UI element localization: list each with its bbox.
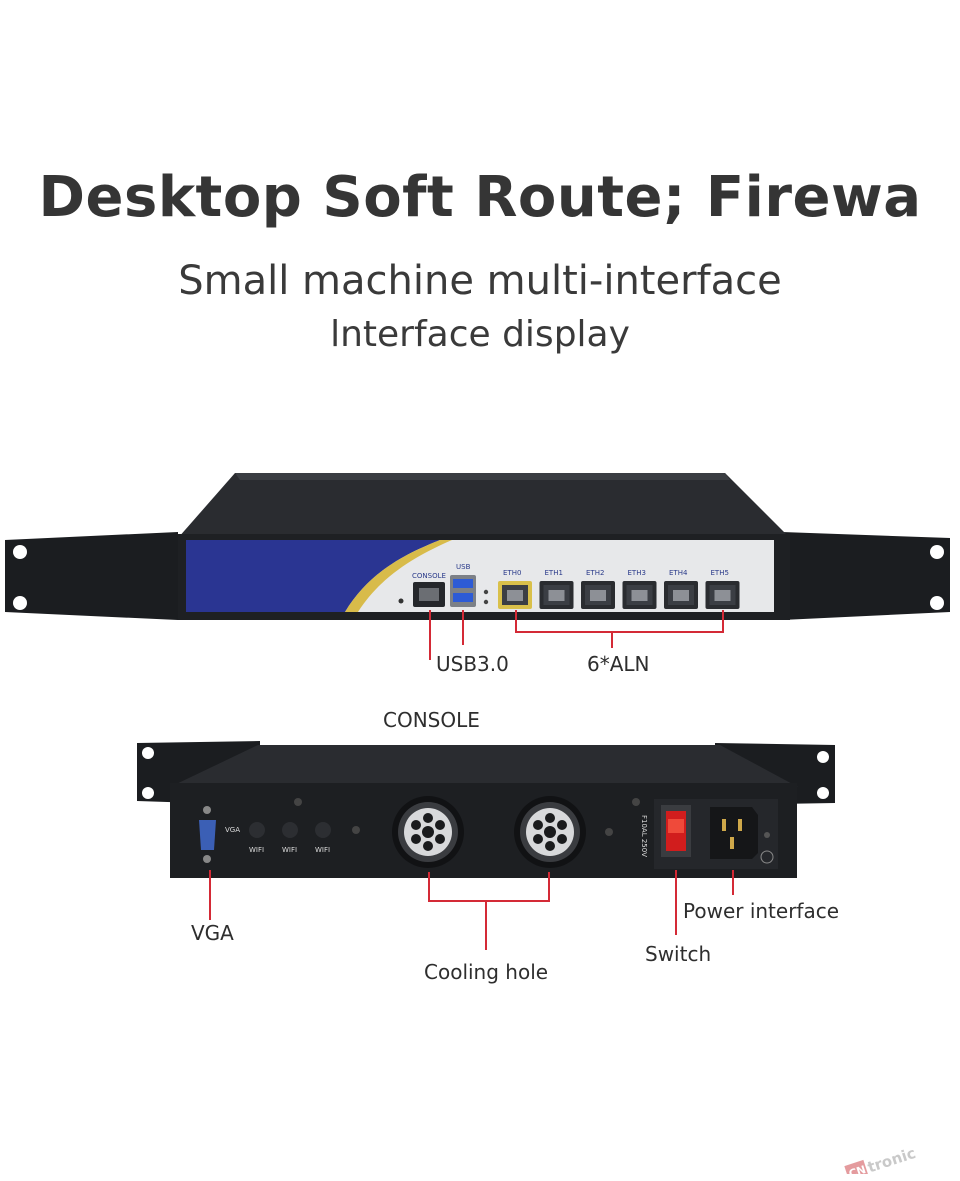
wifi-label-2: WIFI [282,846,297,854]
fuse-rating-label: F10AL 250V [640,815,648,857]
power-callout-label: Power interface [683,899,840,923]
cooling-fan-icon [514,796,586,868]
wifi-antenna-hole [249,822,265,838]
console-port-label: CONSOLE [412,572,446,580]
console-callout-label: CONSOLE [383,708,480,732]
wifi-antenna-hole [315,822,331,838]
eth-port-label-0: ETH0 [503,569,521,577]
brand-watermark-logo: CN tronic [844,1144,918,1174]
eth-port-label-1: ETH1 [545,569,563,577]
front-panel-illustration: CONSOLE USB ETH0 ETH1 ETH2 ETH3 ETH4 ETH5 [5,473,950,660]
eth-port-label-2: ETH2 [586,569,604,577]
cooling-fan-icon [392,796,464,868]
switch-callout-label: Switch [645,942,712,966]
page-title: Desktop Soft Route; Firewa [38,165,922,230]
vga-port-label: VGA [225,826,240,834]
ground-icon [760,850,774,864]
wifi-label-3: WIFI [315,846,330,854]
wifi-antenna-hole [282,822,298,838]
wifi-label-1: WIFI [249,846,264,854]
vga-port [199,820,216,850]
power-led-icon [398,598,404,604]
usb-port-label: USB [456,563,471,571]
page-subtitle-line2: lnterface display [330,314,630,355]
cooling-callout-label: Cooling hole [424,960,549,984]
eth-port-label-3: ETH3 [628,569,646,577]
page-subtitle-line1: Small machine multi-interface [178,258,782,304]
vga-callout-label: VGA [191,921,234,945]
lan-callout-label: 6*ALN [587,652,650,676]
eth-port-label-4: ETH4 [669,569,688,577]
watermark-logo-letters: CN [847,1163,867,1174]
eth-port-label-5: ETH5 [711,569,729,577]
power-socket [710,807,758,859]
rear-panel-illustration: VGA WIFI WIFI WIFI F10AL 250V [137,741,835,950]
watermark-text: tronic [865,1144,918,1174]
usb-callout-label: USB3.0 [436,652,509,676]
